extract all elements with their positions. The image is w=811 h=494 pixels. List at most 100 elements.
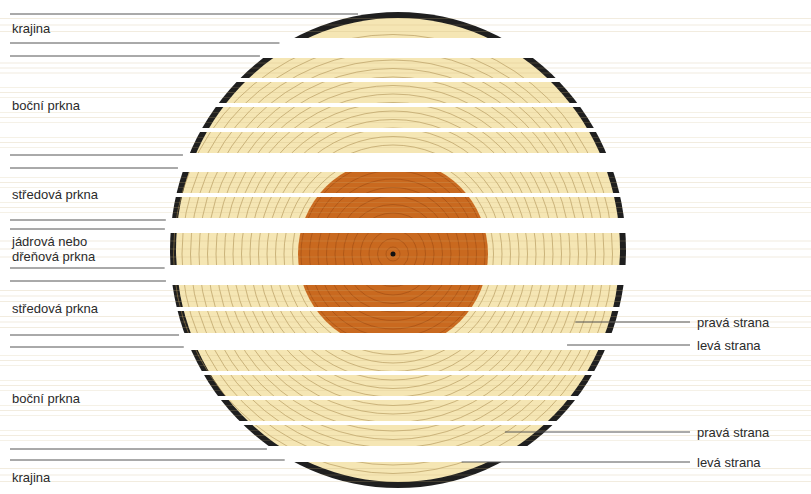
grain-line: [0, 415, 811, 416]
grain-line: [0, 435, 811, 436]
part-label: jádrová nebo dřeňová prkna: [12, 234, 130, 264]
leader-line: [10, 43, 279, 44]
leader-line: [10, 168, 178, 169]
part-label: středová prkna: [12, 301, 98, 316]
grain-line: [0, 187, 811, 188]
grain-line: [0, 380, 811, 381]
grain-line: [0, 63, 811, 64]
grain-line: [0, 405, 811, 406]
grain-line: [0, 25, 811, 26]
label-text: krajina: [12, 470, 50, 485]
part-label: krajina: [12, 21, 50, 36]
grain-line: [0, 316, 811, 317]
growth-ring: [352, 213, 434, 295]
grain-line: [0, 360, 811, 361]
label-text: pravá strana: [697, 425, 769, 440]
grain-line: [0, 440, 811, 441]
grain-line: [0, 182, 811, 183]
label-text: levá strana: [697, 338, 761, 353]
pith: [391, 252, 396, 257]
grain-line: [0, 430, 811, 431]
grain-line: [0, 97, 811, 98]
grain-line: [0, 296, 811, 297]
sapwood: [176, 18, 620, 482]
growth-ring: [225, 86, 562, 423]
grain-line: [0, 322, 811, 323]
part-label: boční prkna: [12, 391, 80, 406]
growth-ring: [267, 128, 519, 380]
grain-line: [0, 73, 811, 74]
growth-ring: [276, 137, 511, 372]
grain-line: [0, 18, 811, 19]
leader-line: [462, 462, 690, 463]
grain-line: [0, 257, 811, 258]
grain-line: [0, 31, 811, 32]
grain-line: [0, 390, 811, 391]
grain-line: [0, 301, 811, 302]
growth-ring: [361, 222, 426, 287]
wood-grain: [0, 19, 811, 482]
growth-ring: [378, 239, 409, 270]
grain-line: [0, 212, 811, 213]
label-text: boční prkna: [12, 98, 80, 113]
leader-line: [10, 335, 179, 336]
part-label: levá strana: [697, 338, 761, 353]
growth-ring: [233, 94, 553, 414]
leader-line: [10, 220, 166, 221]
leader-lines-right: [462, 322, 690, 462]
grain-line: [0, 147, 811, 148]
grain-line: [0, 92, 811, 93]
leader-line: [10, 268, 165, 269]
leader-line: [10, 229, 165, 230]
leader-line: [10, 449, 267, 450]
grain-line: [0, 87, 811, 88]
part-label: středová prkna: [12, 187, 98, 202]
leader-line: [10, 155, 183, 156]
label-text: pravá strana: [697, 315, 769, 330]
grain-line: [0, 112, 811, 113]
growth-ring: [208, 69, 579, 440]
leader-lines-left: [10, 14, 358, 460]
grain-line: [0, 327, 811, 328]
grain-line: [0, 410, 811, 411]
leader-line: [567, 345, 690, 346]
leader-line: [10, 56, 260, 57]
grain-line: [0, 249, 811, 250]
leader-line: [10, 347, 184, 348]
label-text: boční prkna: [12, 391, 80, 406]
growth-ring: [344, 205, 443, 304]
leader-line: [10, 460, 285, 461]
grain-line: [0, 468, 811, 469]
leader-line: [10, 281, 166, 282]
label-text: krajina: [12, 21, 50, 36]
grain-line: [0, 475, 811, 476]
grain-line: [0, 202, 811, 203]
leader-line: [10, 14, 358, 15]
growth-ring: [293, 154, 494, 355]
grain-line: [0, 177, 811, 178]
label-text: levá strana: [697, 455, 761, 470]
bark: [170, 12, 626, 488]
grain-line: [0, 142, 811, 143]
growth-ring: [182, 43, 604, 465]
grain-line: [0, 117, 811, 118]
part-label: boční prkna: [12, 98, 80, 113]
leader-line: [575, 322, 690, 323]
growth-ring: [335, 196, 451, 312]
sawn-boards: [0, 12, 811, 488]
grain-line: [0, 137, 811, 138]
part-label: pravá strana: [697, 315, 769, 330]
part-label: krajina: [12, 470, 50, 485]
grain-line: [0, 241, 811, 242]
leader-line: [505, 432, 690, 433]
growth-ring: [174, 35, 613, 474]
grain-line: [0, 290, 811, 291]
growth-ring: [318, 179, 468, 329]
label-text: středová prkna: [12, 301, 98, 316]
part-label: levá strana: [697, 455, 761, 470]
part-label: pravá strana: [697, 425, 769, 440]
grain-line: [0, 122, 811, 123]
growth-ring: [284, 145, 502, 363]
